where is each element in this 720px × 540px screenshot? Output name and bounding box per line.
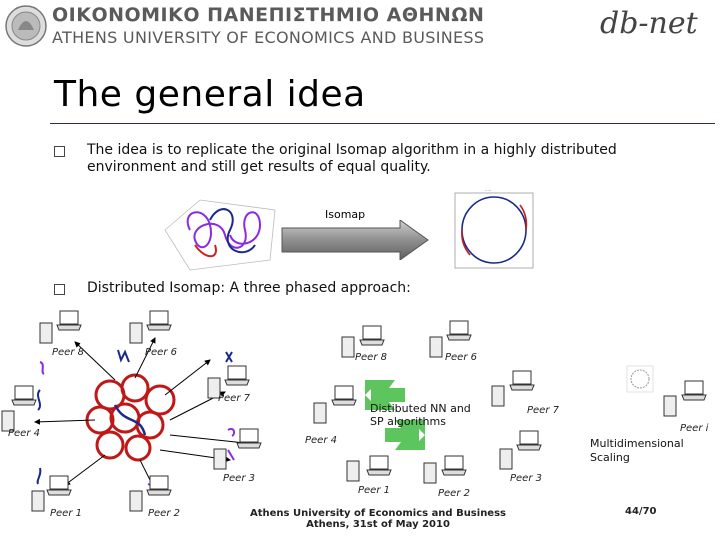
mds-label-1: Multidimensional — [590, 437, 684, 450]
laptop-icon — [441, 455, 467, 476]
circle-embedding-thumbnail — [626, 365, 654, 393]
laptop-icon — [516, 430, 542, 451]
computer-tower-icon — [423, 462, 437, 484]
computer-tower-icon — [39, 322, 53, 344]
university-seal-logo — [5, 5, 47, 47]
computer-tower-icon — [31, 490, 45, 512]
laptop-icon — [446, 320, 472, 341]
peer-label: Peer 3 — [510, 473, 542, 484]
peer-label: Peer 4 — [8, 428, 40, 439]
peer-label: Peer 3 — [223, 473, 255, 484]
computer-tower-icon — [429, 336, 443, 358]
title-divider — [50, 123, 715, 124]
footer-university: Athens University of Economics and Busin… — [250, 508, 506, 519]
peer-label: Peer 7 — [527, 405, 559, 416]
computer-tower-icon — [499, 448, 513, 470]
laptop-icon — [366, 455, 392, 476]
computer-tower-icon — [491, 385, 505, 407]
laptop-icon — [224, 365, 250, 386]
computer-tower-icon — [663, 395, 677, 417]
nn-sp-label-1: Distibuted NN and — [370, 402, 471, 415]
bullet-marker — [54, 146, 65, 157]
peer-label: Peer 8 — [52, 347, 84, 358]
computer-tower-icon — [213, 448, 227, 470]
peer-label: Peer 2 — [438, 488, 470, 499]
laptop-icon — [56, 310, 82, 331]
page-number: 44/70 — [625, 506, 657, 517]
laptop-icon — [681, 380, 707, 401]
isomap-label: Isomap — [325, 208, 366, 221]
computer-tower-icon — [207, 377, 221, 399]
slide-title: The general idea — [54, 74, 366, 115]
computer-tower-icon — [346, 460, 360, 482]
svg-text:·····: ····· — [485, 188, 491, 193]
peer-label: Peer 1 — [358, 485, 390, 496]
computer-tower-icon — [129, 322, 143, 344]
laptop-icon — [509, 370, 535, 391]
computer-tower-icon — [129, 490, 143, 512]
laptop-icon — [359, 325, 385, 346]
peer-label: Peer 6 — [145, 347, 177, 358]
bullet-text-2: Distributed Isomap: A three phased appro… — [87, 280, 411, 296]
laptop-icon — [236, 428, 262, 449]
bullet-marker — [54, 284, 65, 295]
peer-label: Peer 4 — [305, 435, 337, 446]
nn-sp-label-2: SP algorithms — [370, 415, 446, 428]
dbnet-logo: db-net — [600, 6, 698, 41]
computer-tower-icon — [313, 402, 327, 424]
peer-label: Peer i — [680, 423, 709, 434]
computer-tower-icon — [1, 410, 15, 432]
peer-label: Peer 8 — [355, 352, 387, 363]
swiss-roll-plot — [164, 199, 276, 271]
mds-label-2: Scaling — [590, 451, 630, 464]
header-university-greek: ΟΙΚΟΝΟΜΙΚΟ ΠΑΝΕΠΙΣΤΗΜΙΟ ΑΘΗΝΩΝ — [52, 4, 485, 26]
laptop-icon — [146, 475, 172, 496]
laptop-icon — [146, 310, 172, 331]
peer-label: Peer 1 — [50, 508, 82, 519]
exchange-arrows-icon — [365, 380, 425, 450]
laptop-icon — [331, 385, 357, 406]
header-university-english: ATHENS UNIVERSITY OF ECONOMICS AND BUSIN… — [52, 28, 485, 47]
peer-label: Peer 6 — [445, 352, 477, 363]
footer-date: Athens, 31st of May 2010 — [306, 519, 450, 530]
computer-tower-icon — [341, 336, 355, 358]
peer-label: Peer 7 — [218, 393, 250, 404]
isomap-arrow — [281, 220, 429, 260]
laptop-icon — [11, 385, 37, 406]
circle-embedding-plot: ····· — [454, 188, 534, 269]
laptop-icon — [46, 475, 72, 496]
bullet-text-1: The idea is to replicate the original Is… — [87, 142, 617, 175]
peer-label: Peer 2 — [148, 508, 180, 519]
